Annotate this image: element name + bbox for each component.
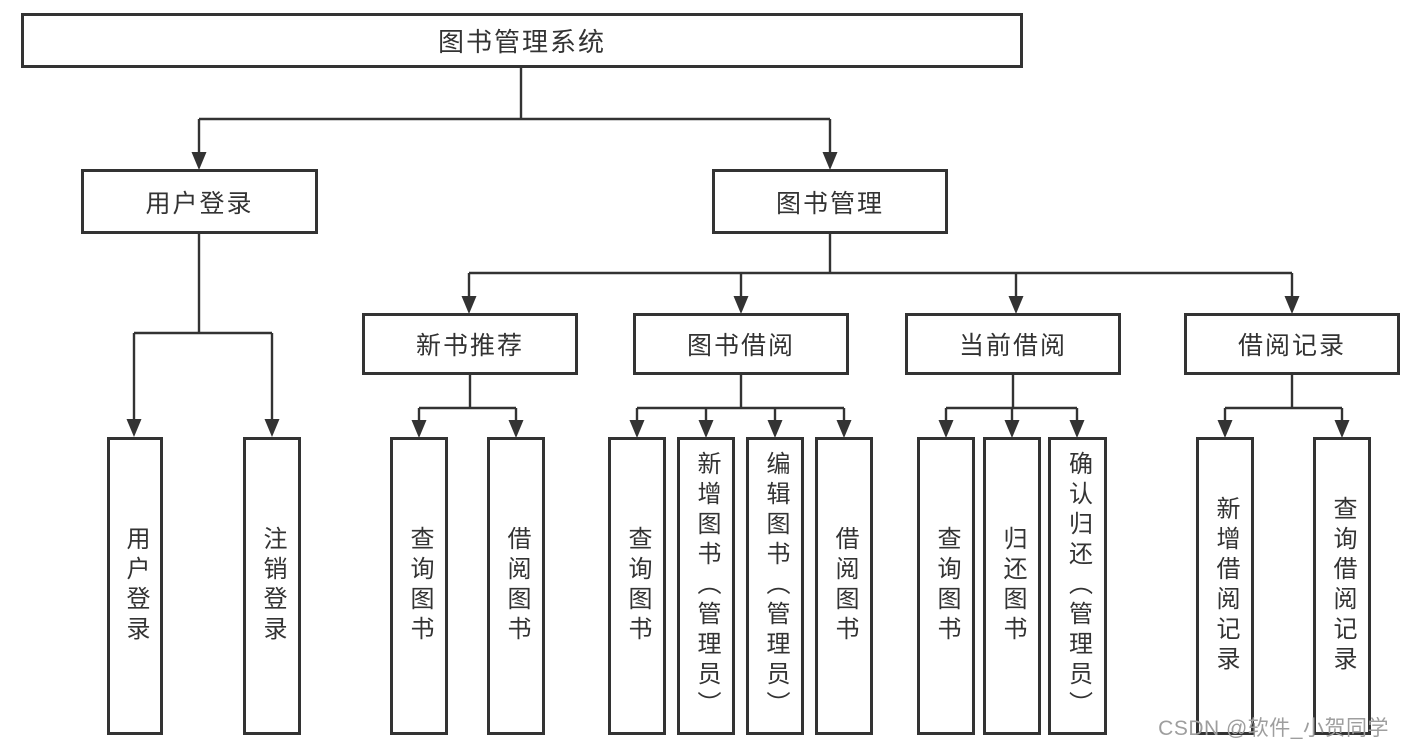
node-book-management: 图书管理 [712, 169, 948, 234]
leaf-logout: 注销登录 [243, 437, 301, 735]
leaf-br-query-record: 查询借阅记录 [1313, 437, 1371, 735]
node-book-borrow: 图书借阅 [633, 313, 849, 375]
node-new-book-recommend: 新书推荐 [362, 313, 578, 375]
leaf-bb-borrow-books: 借阅图书 [815, 437, 873, 735]
leaf-bb-query-books: 查询图书 [608, 437, 666, 735]
leaf-bb-edit-books: 编辑图书（管理员） [746, 437, 804, 735]
leaf-user-login: 用户登录 [107, 437, 163, 735]
csdn-watermark: CSDN @软件_小贺同学 [1158, 717, 1389, 740]
leaf-bb-add-books: 新增图书（管理员） [677, 437, 735, 735]
leaf-br-add-record: 新增借阅记录 [1196, 437, 1254, 735]
leaf-cb-query-books: 查询图书 [917, 437, 975, 735]
leaf-cb-confirm-return: 确认归还（管理员） [1048, 437, 1107, 735]
leaf-nb-query-books: 查询图书 [390, 437, 448, 735]
node-borrow-records: 借阅记录 [1184, 313, 1400, 375]
node-user-login: 用户登录 [81, 169, 318, 234]
node-root: 图书管理系统 [21, 13, 1023, 68]
node-current-borrow: 当前借阅 [905, 313, 1121, 375]
leaf-cb-return-books: 归还图书 [983, 437, 1041, 735]
leaf-nb-borrow-books: 借阅图书 [487, 437, 545, 735]
